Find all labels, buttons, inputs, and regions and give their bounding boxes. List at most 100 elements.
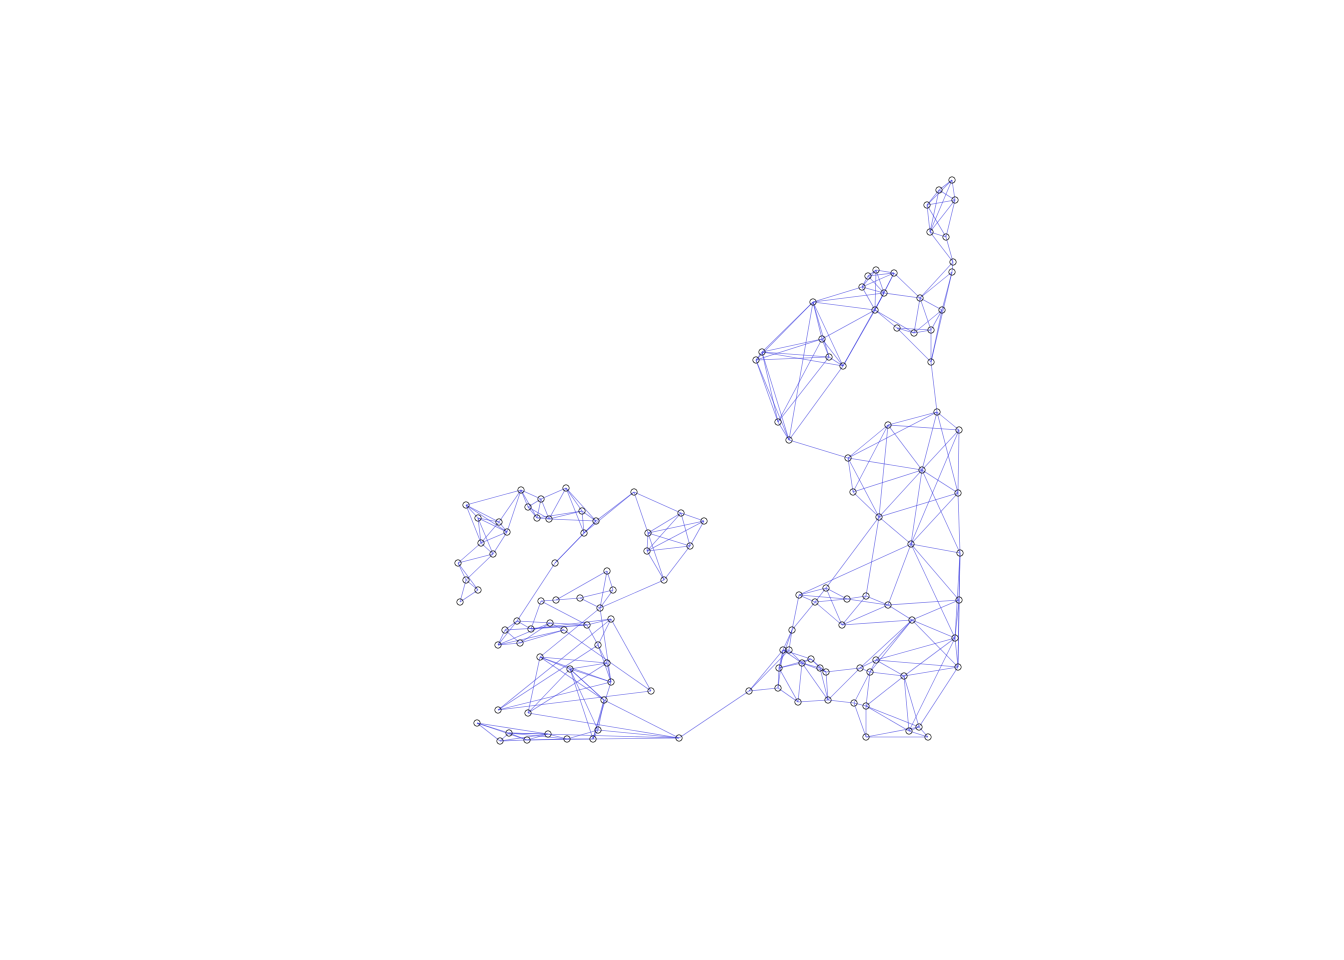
graph-edge bbox=[874, 309, 915, 334]
graph-edge bbox=[477, 517, 494, 555]
graph-edge bbox=[828, 356, 844, 367]
graph-edge bbox=[847, 457, 923, 471]
graph-edge bbox=[929, 231, 954, 263]
graph-edge bbox=[929, 179, 953, 233]
graph-node bbox=[774, 418, 782, 426]
graph-node bbox=[900, 672, 908, 680]
graph-edge bbox=[497, 618, 612, 711]
graph-node bbox=[603, 567, 611, 575]
graph-edge bbox=[957, 492, 961, 554]
graph-node bbox=[456, 598, 464, 606]
graph-edge bbox=[887, 543, 912, 606]
graph-edge bbox=[887, 604, 913, 621]
graph-node bbox=[785, 436, 793, 444]
graph-node bbox=[576, 594, 584, 602]
graph-edge bbox=[945, 199, 956, 238]
graph-edge bbox=[566, 729, 599, 740]
graph-edge bbox=[859, 667, 871, 673]
graph-node bbox=[594, 726, 602, 734]
graph-node bbox=[675, 734, 683, 742]
graph-edge bbox=[663, 545, 691, 581]
graph-node bbox=[785, 646, 793, 654]
graph-node bbox=[745, 687, 753, 695]
graph-edge bbox=[539, 656, 605, 701]
graph-edges bbox=[457, 179, 961, 742]
graph-node bbox=[544, 730, 552, 738]
graph-node bbox=[916, 294, 924, 302]
graph-edge bbox=[595, 491, 635, 522]
graph-edge bbox=[497, 644, 599, 711]
graph-edge bbox=[761, 338, 823, 353]
graph-edge bbox=[457, 562, 479, 591]
graph-edge bbox=[777, 649, 784, 689]
graph-node bbox=[893, 324, 901, 332]
graph-node bbox=[910, 329, 918, 337]
graph-edge bbox=[936, 411, 959, 494]
graph-node bbox=[644, 529, 652, 537]
graph-edge bbox=[827, 699, 855, 704]
graph-node bbox=[872, 656, 880, 664]
graph-edge bbox=[926, 204, 931, 233]
graph-edge bbox=[875, 659, 905, 677]
graph-node bbox=[908, 616, 916, 624]
graph-node bbox=[807, 655, 815, 663]
graph-edge bbox=[565, 487, 597, 522]
graph-node bbox=[907, 540, 915, 548]
graph-edge bbox=[841, 595, 867, 626]
graph-edge bbox=[919, 297, 932, 331]
graph-node bbox=[844, 454, 852, 462]
graph-edge bbox=[465, 504, 482, 544]
graph-node bbox=[496, 737, 504, 745]
graph-edge bbox=[504, 620, 518, 631]
graph-node bbox=[856, 664, 864, 672]
graph-node bbox=[933, 408, 941, 416]
graph-node bbox=[524, 503, 532, 511]
graph-edge bbox=[778, 658, 812, 669]
graph-node bbox=[609, 586, 617, 594]
graph-edge bbox=[476, 722, 501, 742]
graph-edge bbox=[476, 722, 549, 735]
graph-node bbox=[872, 266, 880, 274]
graph-edge bbox=[887, 424, 923, 471]
graph-edge bbox=[465, 504, 508, 533]
graph-node bbox=[552, 596, 560, 604]
graph-edge bbox=[527, 662, 608, 714]
graph-edge bbox=[814, 601, 843, 626]
graph-node bbox=[774, 684, 782, 692]
graph-node bbox=[494, 706, 502, 714]
graph-edge bbox=[603, 699, 680, 739]
graph-edge bbox=[497, 629, 506, 646]
graph-edge bbox=[782, 649, 803, 664]
graph-node bbox=[824, 696, 832, 704]
graph-edge bbox=[530, 618, 612, 630]
graph-edge bbox=[954, 599, 960, 639]
graph-node bbox=[775, 664, 783, 672]
graph-edge bbox=[812, 292, 885, 303]
graph-edge bbox=[798, 594, 848, 600]
graph-edge bbox=[945, 236, 954, 263]
graph-node bbox=[811, 598, 819, 606]
graph-edge bbox=[812, 286, 863, 303]
graph-edge bbox=[798, 594, 816, 603]
graph-edge bbox=[911, 599, 960, 621]
graph-node bbox=[923, 201, 931, 209]
graph-edge bbox=[936, 411, 960, 431]
graph-edge bbox=[878, 516, 912, 545]
graph-edge bbox=[508, 732, 568, 740]
graph-edge bbox=[480, 542, 494, 555]
graph-edge bbox=[875, 269, 885, 294]
graph-edge bbox=[875, 637, 956, 661]
graph-edge bbox=[497, 620, 518, 646]
graph-node bbox=[473, 719, 481, 727]
graph-edge bbox=[798, 543, 912, 596]
graph-edge bbox=[825, 516, 880, 589]
graph-node bbox=[954, 489, 962, 497]
graph-edge bbox=[539, 607, 601, 658]
graph-node bbox=[880, 289, 888, 297]
graph-edge bbox=[465, 579, 479, 591]
graph-edge bbox=[540, 600, 588, 626]
graph-edge bbox=[929, 231, 947, 238]
graph-node bbox=[537, 495, 545, 503]
graph-node bbox=[798, 659, 806, 667]
